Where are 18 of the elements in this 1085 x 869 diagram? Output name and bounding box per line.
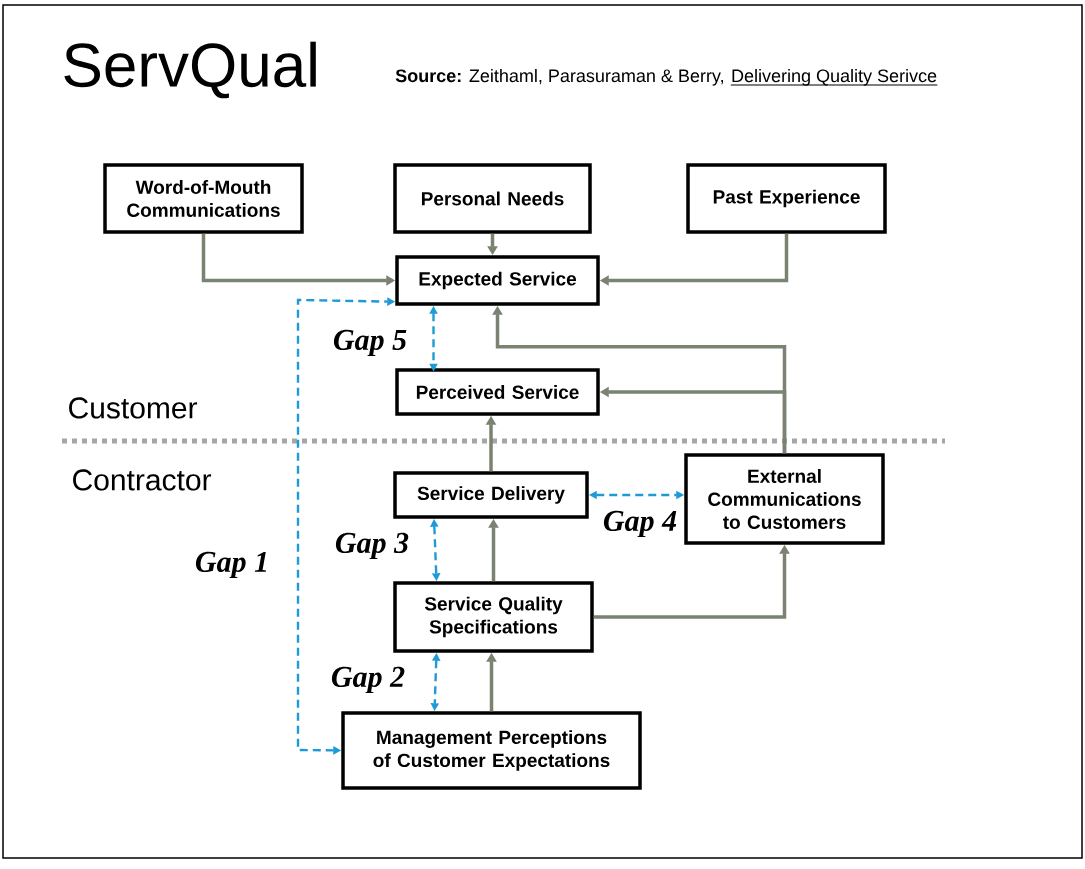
- edge-label: Gap 4: [603, 510, 677, 538]
- title: ServQual: [64, 41, 316, 99]
- zone-label: Customer: [69, 397, 198, 419]
- edge-label: Gap 5: [333, 329, 407, 357]
- source-citation: Source: Zeithaml, Parasuraman & Berry, Delivering Quality Serivce: [395, 68, 938, 86]
- process-box: External Communications to Customers: [684, 453, 885, 545]
- process-box: Service Quality Specifications: [393, 581, 594, 653]
- process-box: Service Delivery: [393, 471, 589, 519]
- process-box: Expected Service: [395, 255, 600, 306]
- process-box: Word-of-Mouth Communications: [103, 163, 304, 234]
- edge-label: Gap 2: [331, 666, 405, 694]
- process-box: Past Experience: [686, 163, 887, 234]
- zone-label: Contractor: [73, 469, 212, 491]
- process-box: Personal Needs: [393, 163, 592, 234]
- process-box: Perceived Service: [395, 368, 600, 416]
- process-box: Management Perceptions of Customer Expectations: [341, 711, 642, 790]
- edge-label: Gap 1: [195, 551, 267, 579]
- edge-label: Gap 3: [335, 532, 409, 560]
